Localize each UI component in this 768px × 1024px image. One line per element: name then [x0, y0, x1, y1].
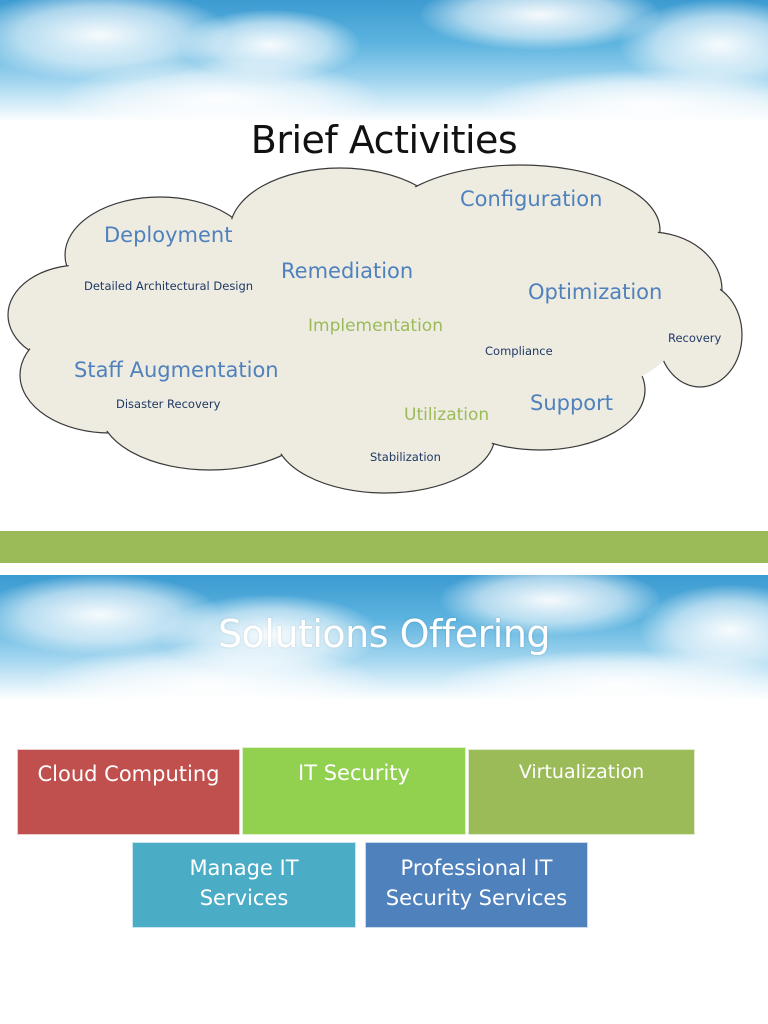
solution-it-security: IT Security	[242, 747, 466, 835]
sky-banner-bottom	[0, 575, 768, 700]
solution-professional-it-security-line2: Security Services	[385, 886, 568, 910]
activity-recovery: Recovery	[668, 331, 722, 345]
sky-banner-top	[0, 0, 768, 122]
solution-cloud-computing-label: Cloud Computing	[37, 762, 220, 786]
activity-detailed-architectural-design: Detailed Architectural Design	[84, 279, 254, 293]
solution-manage-it-services-line1: Manage IT	[189, 856, 299, 880]
slide-title-solutions-offering: Solutions Offering	[217, 612, 551, 656]
activity-optimization: Optimization	[528, 280, 663, 304]
solution-professional-it-security-line1: Professional IT	[400, 856, 553, 880]
solution-it-security-label: IT Security	[298, 761, 410, 785]
solution-virtualization-label: Virtualization	[518, 761, 645, 783]
solution-manage-it-services: Manage IT Services	[132, 842, 356, 928]
activity-stabilization: Stabilization	[370, 450, 441, 464]
activities-cloud	[7, 164, 743, 494]
activity-remediation: Remediation	[281, 259, 414, 283]
solution-virtualization: Virtualization	[468, 749, 695, 835]
solution-manage-it-services-line2: Services	[199, 886, 289, 910]
activity-utilization: Utilization	[404, 405, 490, 425]
activity-support: Support	[530, 391, 614, 415]
solution-cloud-computing: Cloud Computing	[17, 749, 240, 835]
activity-deployment: Deployment	[104, 223, 233, 247]
slide-divider-bar	[0, 531, 768, 563]
activity-implementation: Implementation	[308, 316, 443, 336]
activity-disaster-recovery: Disaster Recovery	[116, 397, 221, 411]
activity-configuration: Configuration	[460, 187, 603, 211]
solution-professional-it-security-services: Professional IT Security Services	[365, 842, 588, 928]
activity-staff-augmentation: Staff Augmentation	[74, 358, 279, 382]
slide-title-brief-activities: Brief Activities	[250, 118, 518, 162]
activity-compliance: Compliance	[485, 344, 553, 358]
